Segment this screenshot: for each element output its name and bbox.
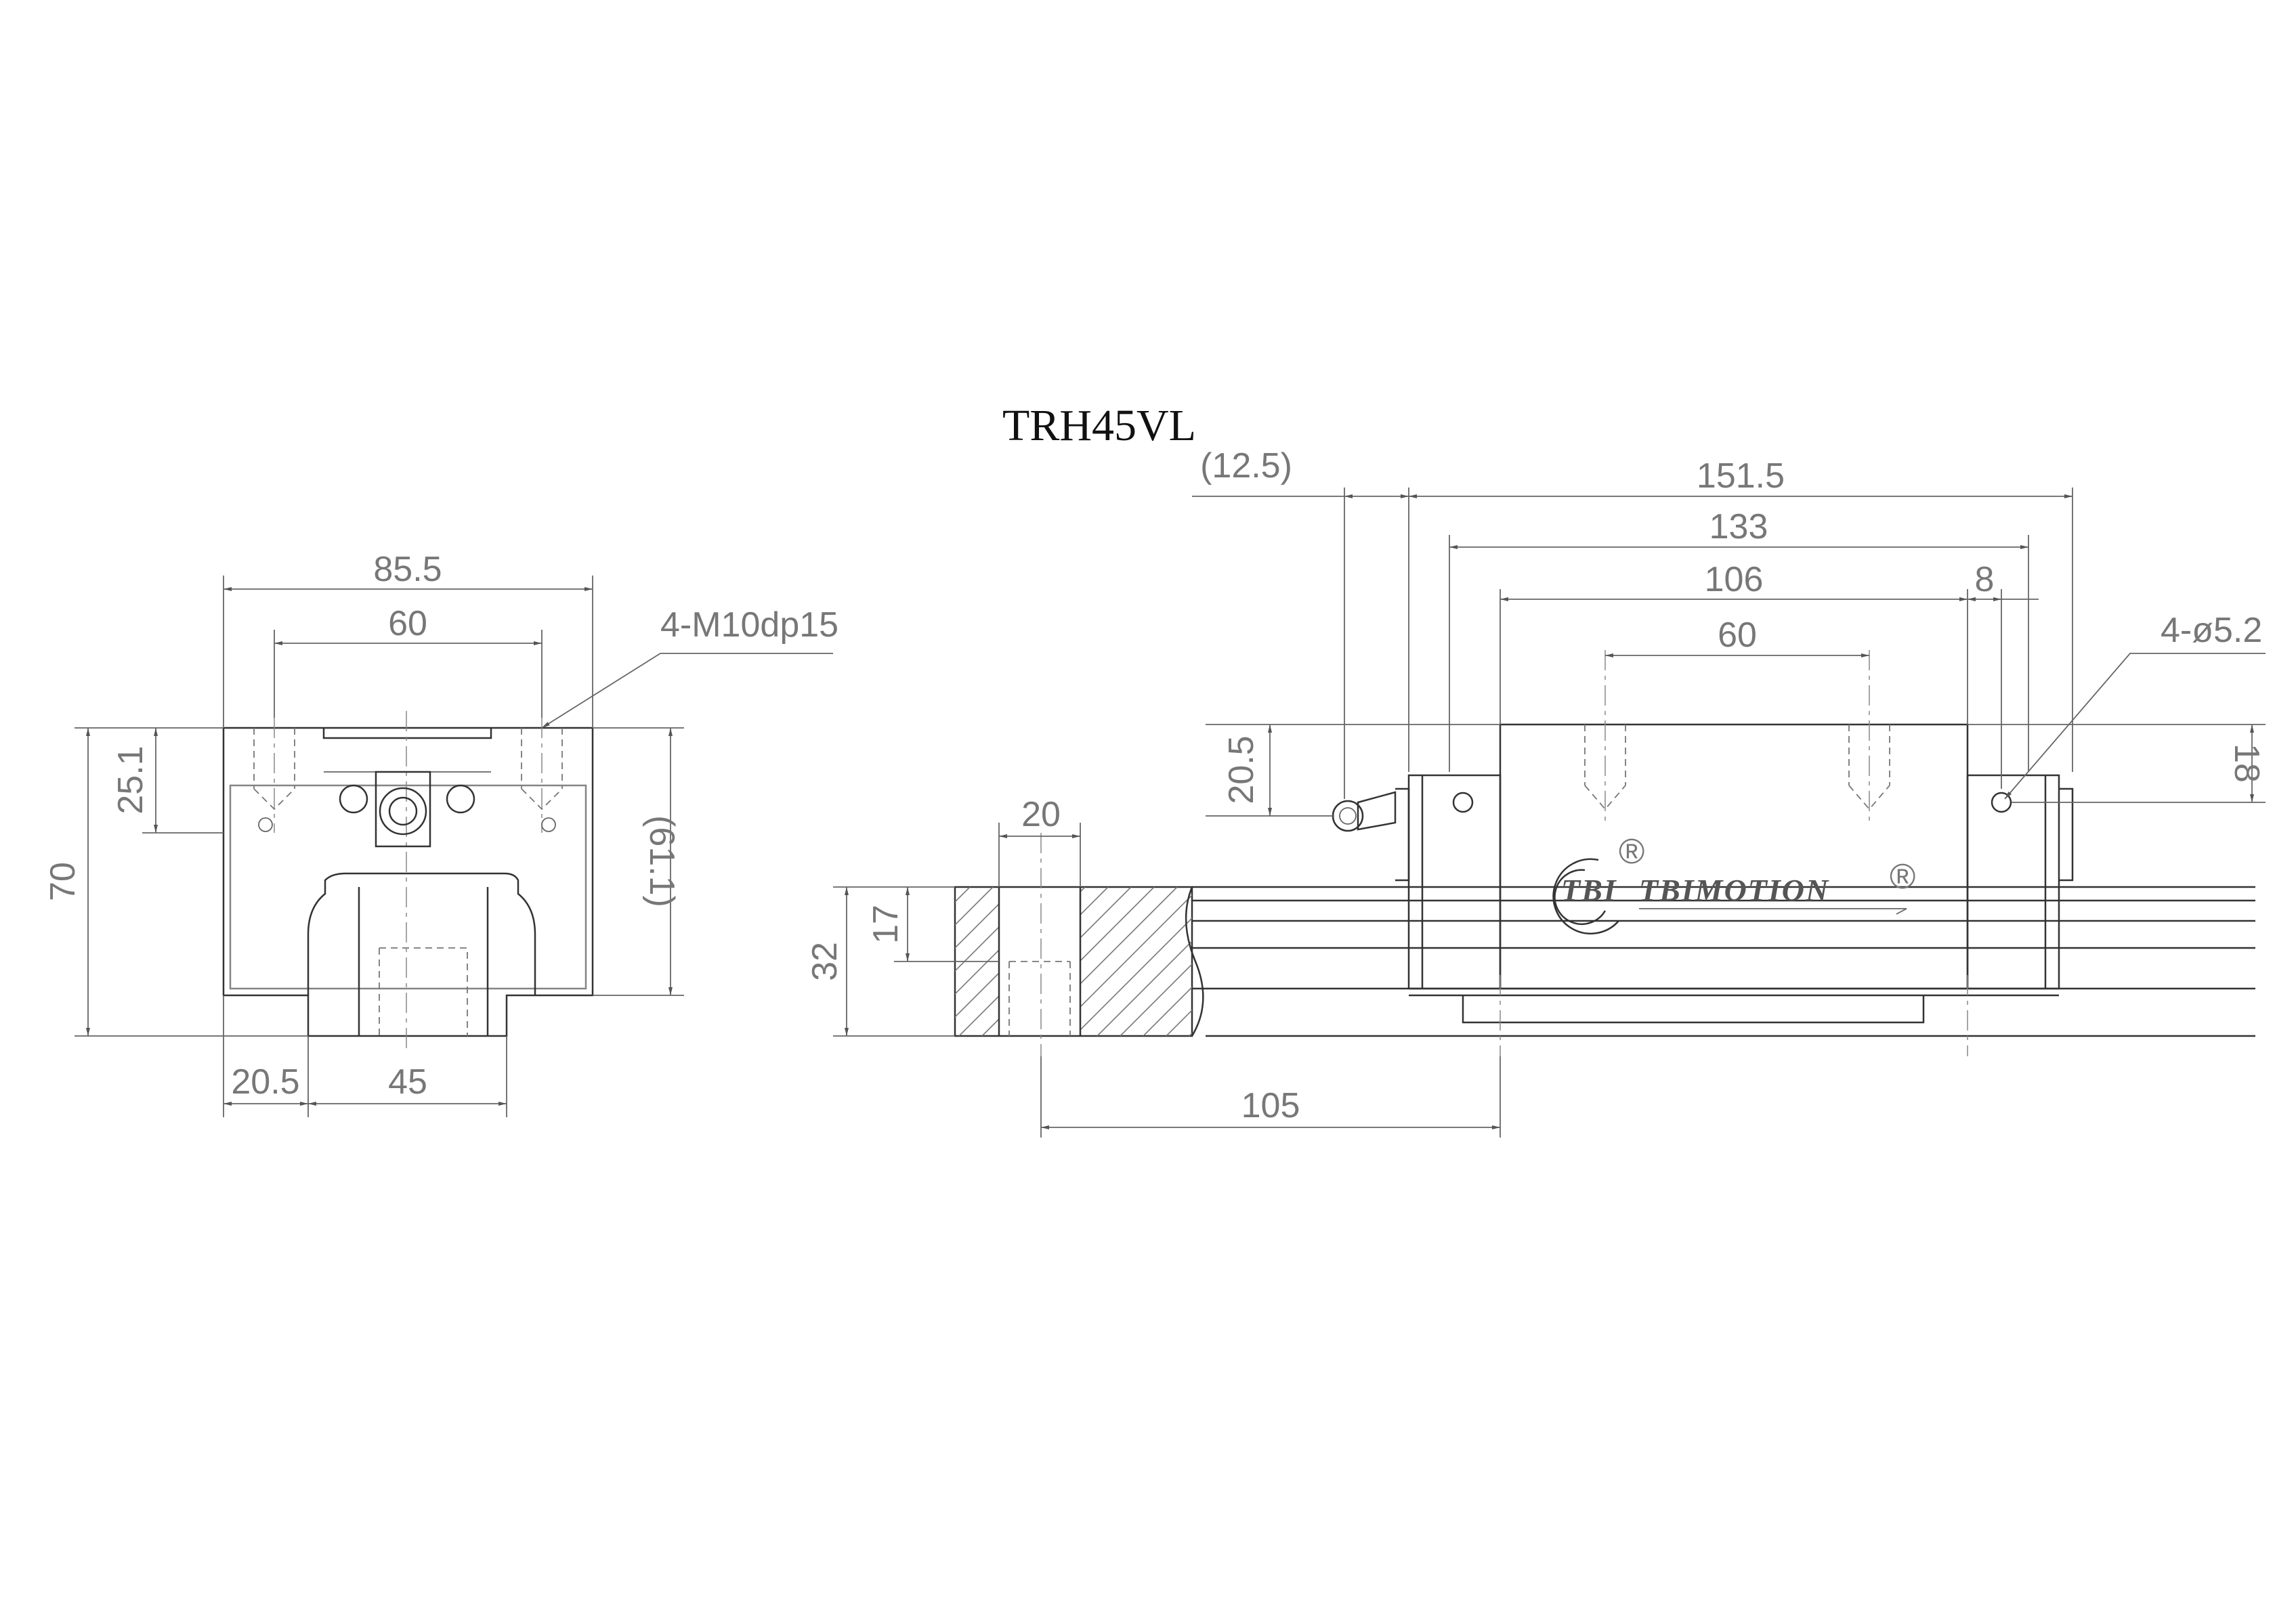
dim-side-nipple-length: (12.5): [1200, 446, 1292, 485]
section-hatch-line: [955, 887, 1017, 1036]
dim-front-width-total: 85.5: [373, 550, 442, 589]
dim-side-end-cap-offset: 8: [1975, 560, 1995, 599]
front-view: 85.5 60 4-M10dp15 70 25.1 (61.1) 20.5 45: [43, 550, 838, 1117]
brand-name: TBIMOTION: [1639, 873, 1829, 907]
callout-thread: 4-M10dp15: [660, 605, 838, 645]
dim-front-hole-spacing: 60: [388, 604, 427, 643]
dim-front-block-height: (61.1): [642, 815, 681, 907]
section-hatch-line: [1212, 887, 1361, 1036]
section-hatch-line: [955, 887, 994, 1036]
model-title: TRH45VL: [1002, 401, 1196, 450]
section-hatch-line: [1097, 887, 1192, 1036]
dim-side-counterbore-depth: 17: [866, 905, 906, 944]
section-hatch-line: [1073, 887, 1192, 1036]
dim-front-top-to-hole: 25.1: [111, 745, 150, 814]
tbi-logo: TBI ®: [1552, 832, 1644, 935]
dim-side-rail-pitch: 105: [1241, 1086, 1300, 1125]
section-hatch-line: [1235, 887, 1384, 1036]
dim-side-block-length: 151.5: [1697, 456, 1785, 496]
callout-side-hole: 4-ø5.2: [2161, 611, 2262, 650]
logo-registered: ®: [1619, 832, 1644, 871]
dim-side-top-hole-spacing: 60: [1718, 615, 1757, 655]
dim-side-rail-height: 32: [805, 942, 845, 981]
dim-front-height-total: 70: [43, 862, 83, 901]
section-hatch-line: [1050, 887, 1192, 1036]
logo-text: TBI: [1561, 873, 1617, 907]
dim-side-rail-hole-width: 20: [1021, 795, 1061, 834]
dim-front-rail-offset: 20.5: [231, 1062, 299, 1102]
dim-side-hole-span: 106: [1705, 560, 1764, 599]
section-hatch-line: [1189, 887, 1192, 1036]
dim-side-body-length: 133: [1709, 507, 1768, 546]
dim-side-nipple-height: 20.5: [1222, 735, 1261, 804]
dim-side-hole-height: 18: [2227, 743, 2266, 783]
side-view: TBI ® TBIMOTION ® (12.5) 151.5 133 106 8…: [805, 446, 2266, 1138]
section-hatch-line: [1166, 887, 1192, 1036]
section-hatch-line: [1258, 887, 1407, 1036]
brand-registered: ®: [1890, 857, 1915, 896]
section-hatch-line: [1120, 887, 1192, 1036]
dim-front-rail-width: 45: [388, 1062, 427, 1102]
section-hatch-line: [1143, 887, 1192, 1036]
